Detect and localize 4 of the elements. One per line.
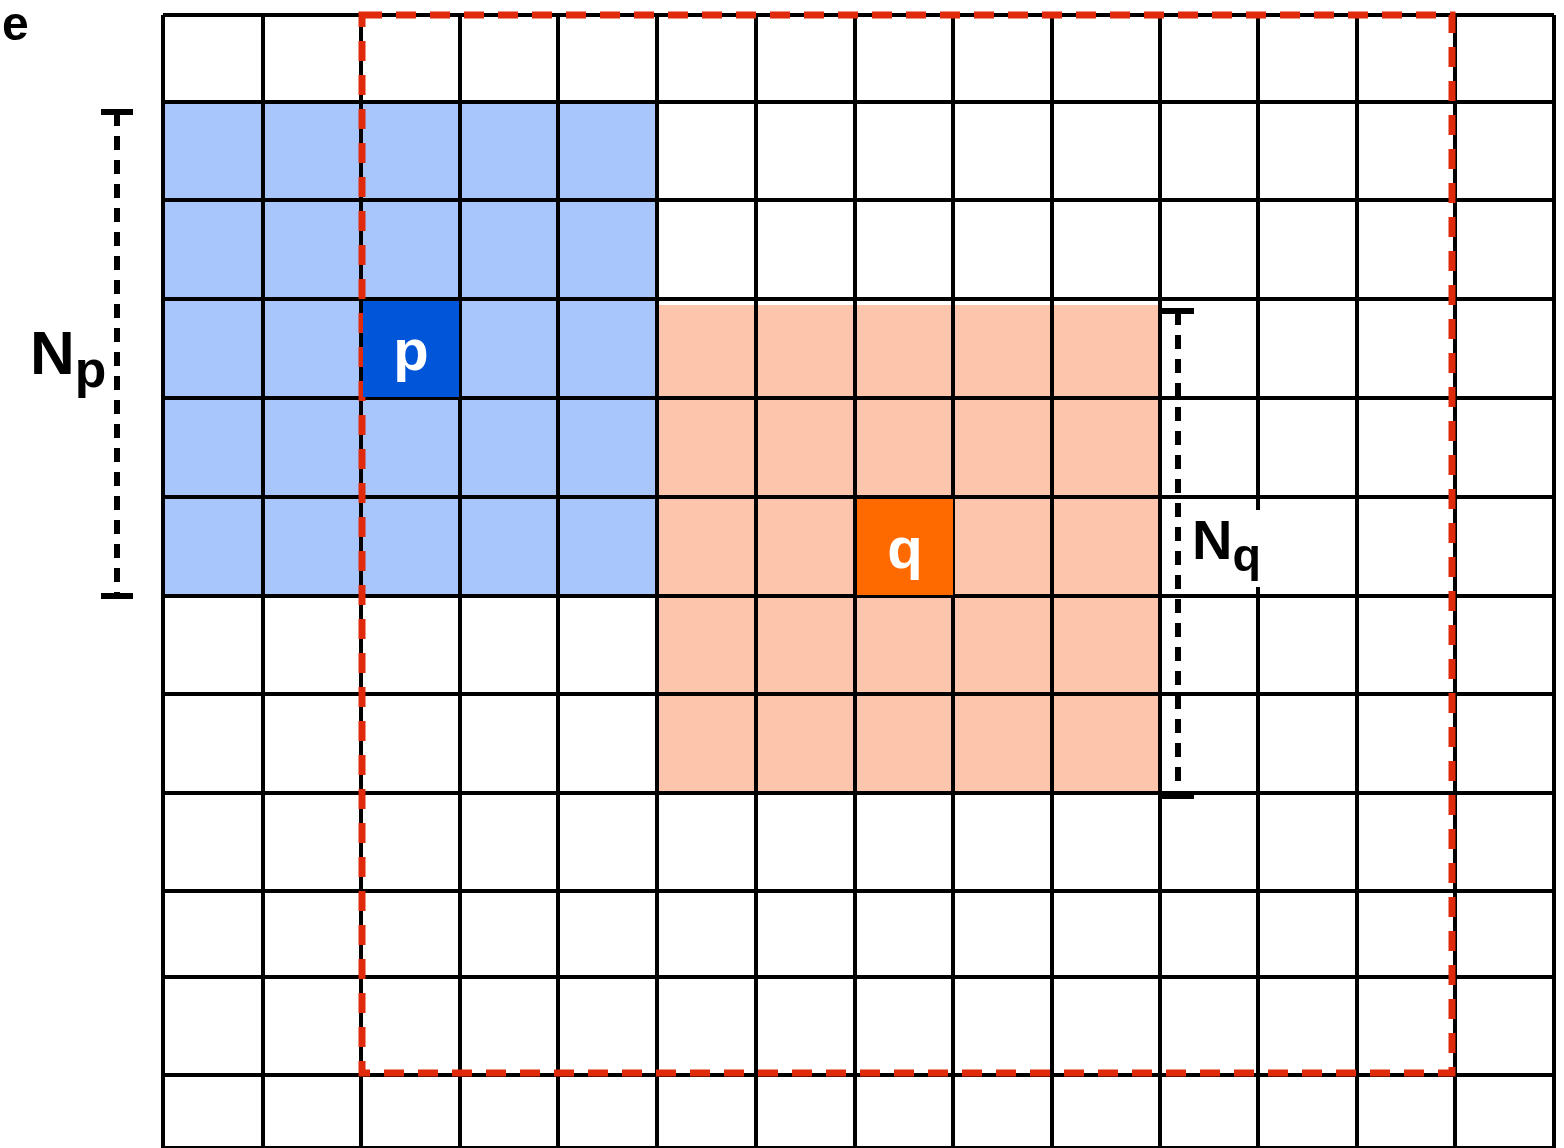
panel-letter: e [2, 0, 29, 48]
dimension-label: N$_{p}$ [30, 322, 107, 397]
highlighted-cell: q [857, 499, 953, 595]
highlighted-cell: p [363, 301, 459, 397]
